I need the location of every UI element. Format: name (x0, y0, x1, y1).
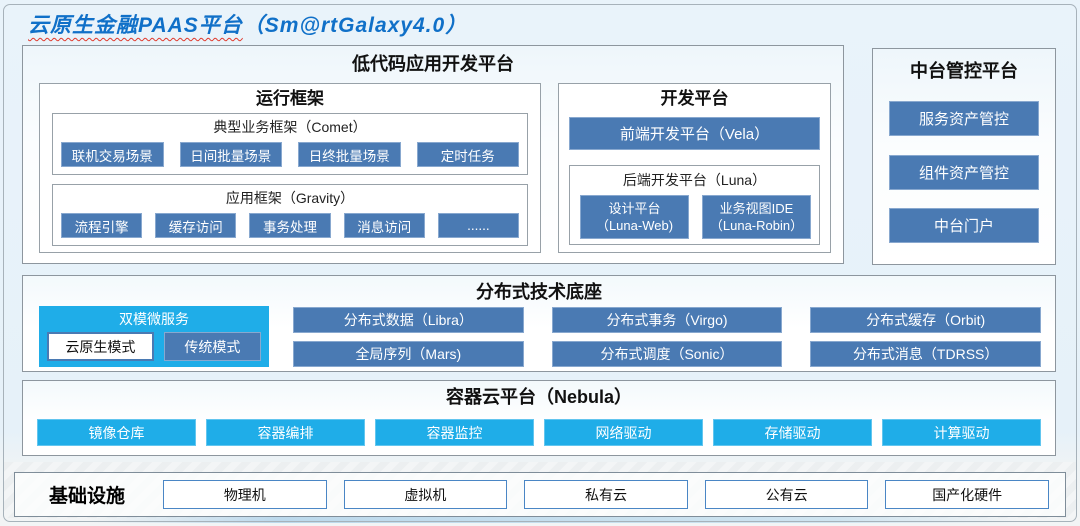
dev-platform-title: 开发平台 (660, 89, 729, 108)
gravity-framework-box: 应用框架（Gravity） 流程引擎 缓存访问 事务处理 消息访问 ...... (52, 184, 528, 246)
comet-buttons-row: 联机交易场景 日间批量场景 日终批量场景 定时任务 (61, 142, 519, 167)
comet-framework-title: 典型业务框架（Comet） (213, 119, 367, 135)
block-more-ellipsis: ...... (437, 213, 520, 238)
midplatform-title: 中台管控平台 (910, 61, 1018, 81)
block-transaction-processing: 事务处理 (249, 213, 331, 238)
block-distributed-scheduling-sonic: 分布式调度（Sonic） (551, 341, 783, 367)
block-daytime-batch: 日间批量场景 (179, 142, 282, 167)
block-global-sequence-mars: 全局序列（Mars) (293, 341, 524, 367)
lowcode-platform-title: 低代码应用开发平台 (352, 54, 514, 74)
infrastructure-items-row: 物理机 虚拟机 私有云 公有云 国产化硬件 (163, 480, 1049, 509)
runtime-framework-box: 运行框架 典型业务框架（Comet） 联机交易场景 日间批量场景 日终批量场景 … (39, 83, 541, 253)
block-distributed-message-tdrss: 分布式消息（TDRSS） (810, 341, 1041, 367)
block-image-registry: 镜像仓库 (37, 419, 196, 446)
midplatform-panel: 中台管控平台 服务资产管控 组件资产管控 中台门户 (872, 48, 1056, 265)
bottom-blue-streak (90, 517, 1020, 523)
block-domestic-hardware: 国产化硬件 (885, 480, 1049, 509)
block-private-cloud: 私有云 (524, 480, 688, 509)
block-scheduled-task: 定时任务 (416, 142, 519, 167)
distributed-base-panel: 分布式技术底座 双模微服务 云原生模式 传统模式 分布式数据（Libra） 分布… (22, 275, 1056, 372)
block-physical-machine: 物理机 (163, 480, 327, 509)
block-distributed-transaction-virgo: 分布式事务（Virgo) (551, 307, 783, 333)
luna-platform-box: 后端开发平台（Luna） 设计平台 （Luna-Web) 业务视图IDE （Lu… (569, 165, 820, 245)
luna-platform-title: 后端开发平台（Luna） (622, 172, 767, 188)
page-title-cn: 云原生金融PAAS平台 (28, 14, 243, 37)
block-distributed-cache-orbit: 分布式缓存（Orbit) (810, 307, 1041, 333)
block-luna-robin: 业务视图IDE （Luna-Robin） (702, 195, 811, 239)
dev-platform-box: 开发平台 前端开发平台（Vela） 后端开发平台（Luna） 设计平台 （Lun… (558, 83, 831, 253)
block-midplatform-portal: 中台门户 (889, 208, 1039, 243)
runtime-framework-title: 运行框架 (256, 89, 324, 108)
block-online-transaction: 联机交易场景 (61, 142, 164, 167)
block-distributed-data-libra: 分布式数据（Libra） (293, 307, 524, 333)
infrastructure-strip: 基础设施 物理机 虚拟机 私有云 公有云 国产化硬件 (14, 472, 1066, 517)
gravity-buttons-row: 流程引擎 缓存访问 事务处理 消息访问 ...... (61, 213, 520, 238)
block-traditional-mode: 传统模式 (163, 332, 261, 361)
block-luna-web-line2: （Luna-Web) (595, 218, 674, 233)
block-luna-robin-line1: 业务视图IDE (719, 201, 794, 216)
infrastructure-label: 基础设施 (49, 486, 126, 507)
block-container-monitoring: 容器监控 (375, 419, 534, 446)
block-luna-web: 设计平台 （Luna-Web) (580, 195, 689, 239)
block-cloud-native-mode: 云原生模式 (47, 332, 154, 361)
nebula-panel: 容器云平台（Nebula） 镜像仓库 容器编排 容器监控 网络驱动 存储驱动 计… (22, 380, 1056, 456)
gravity-framework-title: 应用框架（Gravity） (225, 190, 355, 206)
block-network-driver: 网络驱动 (544, 419, 703, 446)
dual-mode-row: 云原生模式 传统模式 (47, 332, 261, 361)
block-virtual-machine: 虚拟机 (343, 480, 508, 509)
nebula-title: 容器云平台（Nebula） (445, 387, 632, 407)
block-cache-access: 缓存访问 (155, 213, 237, 238)
comet-framework-box: 典型业务框架（Comet） 联机交易场景 日间批量场景 日终批量场景 定时任务 (52, 113, 528, 175)
block-eod-batch: 日终批量场景 (298, 142, 401, 167)
page-title: 云原生金融PAAS平台（Sm@rtGalaxy4.0） (28, 9, 467, 39)
block-storage-driver: 存储驱动 (713, 419, 872, 446)
distributed-base-title: 分布式技术底座 (476, 282, 602, 302)
block-luna-robin-line2: （Luna-Robin） (709, 218, 804, 233)
block-component-asset-governance: 组件资产管控 (889, 155, 1039, 190)
block-public-cloud: 公有云 (704, 480, 869, 509)
block-frontend-vela: 前端开发平台（Vela） (569, 117, 820, 150)
block-luna-web-line1: 设计平台 (608, 201, 661, 216)
block-container-orchestration: 容器编排 (206, 419, 365, 446)
page-title-en: （Sm@rtGalaxy4.0） (242, 14, 468, 37)
block-message-access: 消息访问 (343, 213, 425, 238)
lowcode-platform-panel: 低代码应用开发平台 运行框架 典型业务框架（Comet） 联机交易场景 日间批量… (22, 45, 844, 264)
block-process-engine: 流程引擎 (61, 213, 143, 238)
distributed-grid: 分布式数据（Libra） 分布式事务（Virgo) 分布式缓存（Orbit) 全… (293, 307, 1041, 367)
dual-mode-title: 双模微服务 (119, 311, 189, 327)
nebula-buttons-row: 镜像仓库 容器编排 容器监控 网络驱动 存储驱动 计算驱动 (37, 419, 1041, 446)
luna-buttons-row: 设计平台 （Luna-Web) 业务视图IDE （Luna-Robin） (580, 195, 811, 239)
block-service-asset-governance: 服务资产管控 (889, 101, 1039, 136)
dual-mode-microservice-box: 双模微服务 云原生模式 传统模式 (39, 306, 269, 367)
block-compute-driver: 计算驱动 (882, 419, 1041, 446)
